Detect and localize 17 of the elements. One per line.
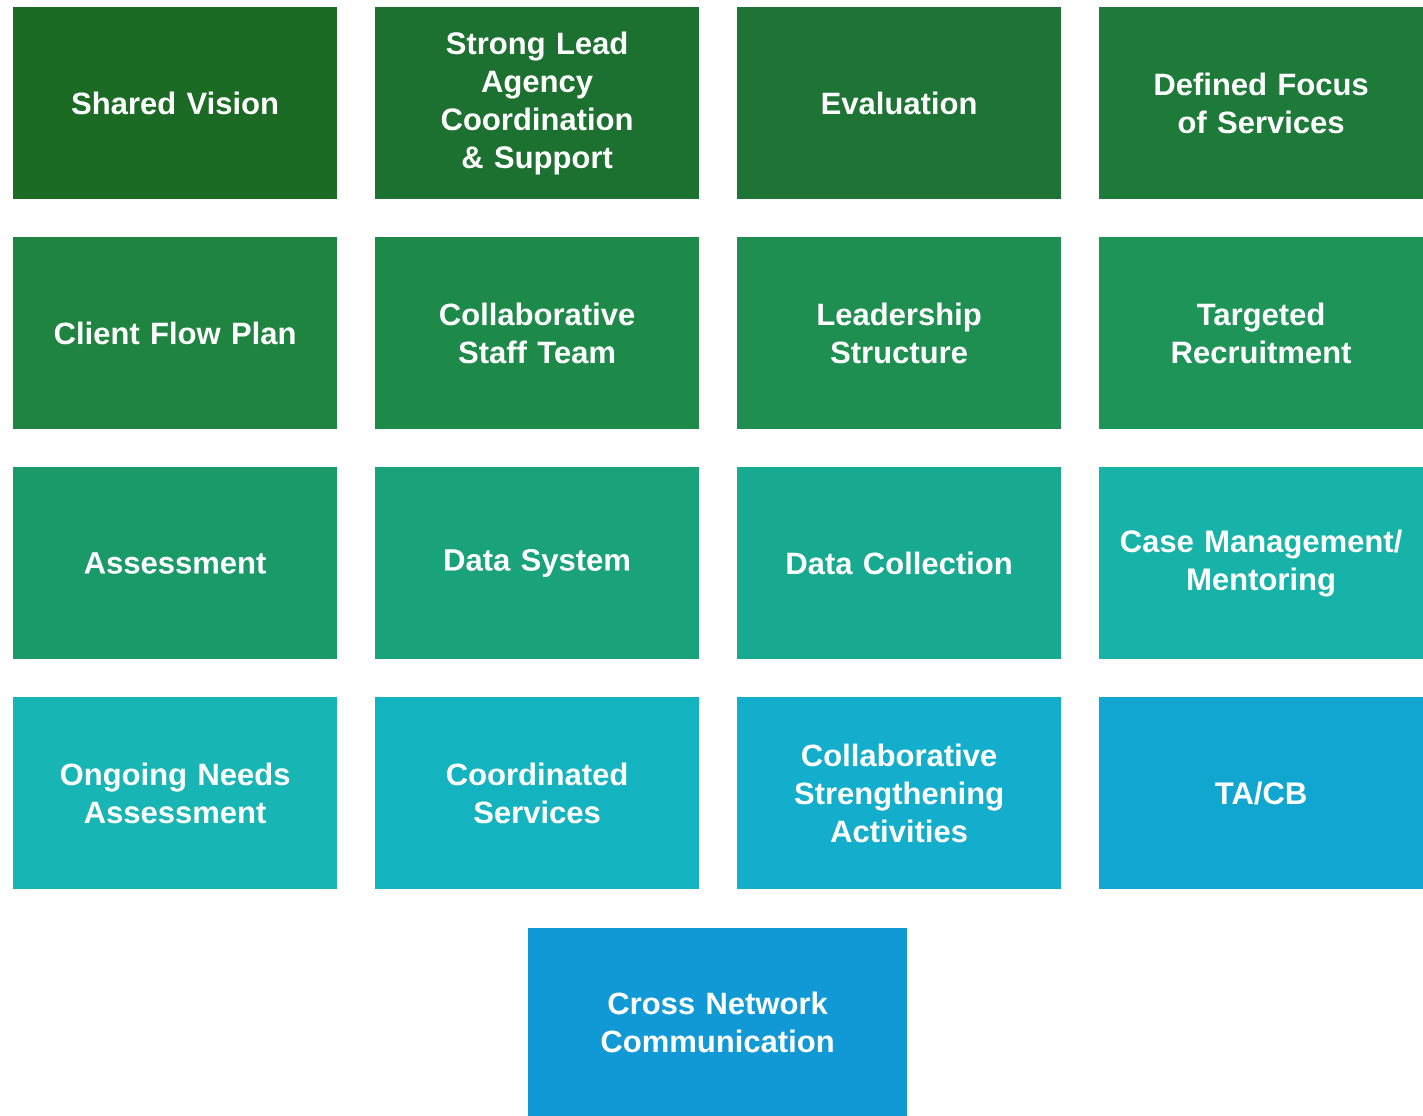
text-box: Defined Focus of Services [1099, 7, 1423, 199]
text-box: Data Collection [737, 467, 1061, 659]
text-box: Client Flow Plan [13, 237, 337, 429]
text-box: Case Management/ Mentoring [1099, 467, 1423, 659]
text-box: Coordinated Services [375, 697, 699, 889]
text-box: Shared Vision [13, 7, 337, 199]
text-box: Collaborative Staff Team [375, 237, 699, 429]
text-box: Strong Lead Agency Coordination & Support [375, 7, 699, 199]
text-box: Ongoing Needs Assessment [13, 697, 337, 889]
text-box: Leadership Structure [737, 237, 1061, 429]
text-box: Data System [375, 467, 699, 659]
text-box: Cross Network Communication [528, 928, 907, 1116]
text-box: Assessment [13, 467, 337, 659]
text-box: Targeted Recruitment [1099, 237, 1423, 429]
text-box: TA/CB [1099, 697, 1423, 889]
text-box: Collaborative Strengthening Activities [737, 697, 1061, 889]
text-box: Evaluation [737, 7, 1061, 199]
